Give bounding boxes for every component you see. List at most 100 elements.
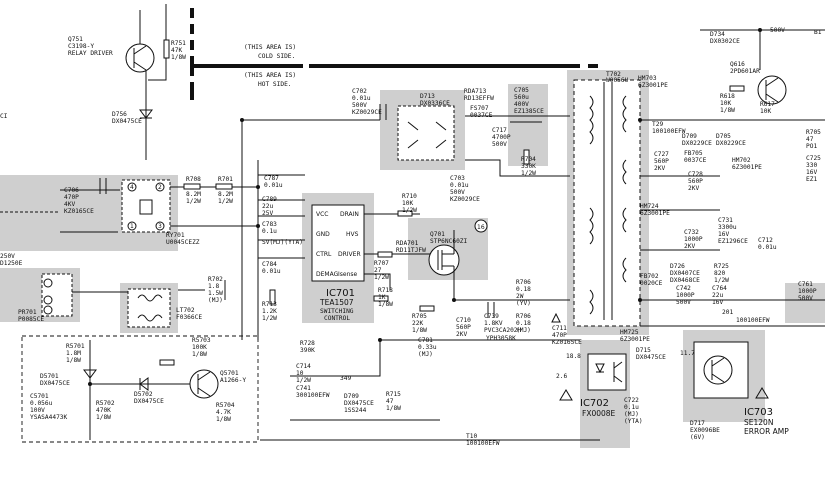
c739-part: PVC3CA202H xyxy=(484,327,522,334)
lt702-coils xyxy=(137,294,163,322)
r705-val: 22K xyxy=(412,320,423,327)
ic703-transistor xyxy=(703,355,733,385)
c732-ref: C732 xyxy=(684,229,699,236)
c727-ref: C727 xyxy=(654,151,669,158)
pr701-pin-3 xyxy=(43,278,53,288)
d5702-ref: D5702 xyxy=(134,391,153,398)
ic703-ref: IC703 xyxy=(744,407,773,418)
d734-part: DX0302CE xyxy=(710,38,740,45)
ic701-body xyxy=(311,204,365,282)
r751-resistor xyxy=(163,39,170,59)
t29-part: 100100EFW xyxy=(652,128,686,135)
rda713-part: RD13EFFW xyxy=(464,95,494,102)
hm725-part: 6Z3001PE xyxy=(620,336,650,343)
cold-note-1: (THIS AREA IS) xyxy=(244,44,296,51)
r706b-note: (MJ) xyxy=(516,327,531,334)
d709b-ref: D709 xyxy=(682,133,697,140)
q751-role: RELAY DRIVER xyxy=(68,50,113,57)
d717-v: (6V) xyxy=(690,434,705,441)
r701-w: 1/2W xyxy=(218,198,233,205)
hot-note-1: (THIS AREA IS) xyxy=(244,72,296,79)
c5701-ref: C5701 xyxy=(30,393,49,400)
r728-val: 390K xyxy=(300,347,315,354)
d713-bridge-diodes xyxy=(407,121,447,149)
d756-diode xyxy=(139,100,153,160)
d734-ref: D734 xyxy=(710,31,725,38)
c702-v: 500V xyxy=(352,102,367,109)
r5702-w: 1/8W xyxy=(96,414,111,421)
hm702-ref: HM702 xyxy=(732,157,751,164)
c725-ref: C725 xyxy=(806,155,821,162)
fs707-ref: FS707 xyxy=(470,105,489,112)
c712-val: 0.01u xyxy=(758,244,777,251)
c703-part: KZ0029CE xyxy=(450,196,480,203)
d726-alt: DX0468CE xyxy=(670,277,700,284)
ic701-ref: IC701 xyxy=(326,288,355,299)
ry701-pin1-num: 1 xyxy=(130,223,134,230)
r710-resistor xyxy=(397,210,413,217)
r702-ref: R702 xyxy=(208,276,223,283)
ic701-pin-ctrl: CTRL xyxy=(316,251,332,258)
r5702-ref: R5702 xyxy=(96,400,115,407)
r704-ref: R704 xyxy=(521,156,536,163)
r706-note: (YV) xyxy=(516,300,531,307)
svcc-label: SV(MJ)(YTA) xyxy=(262,239,303,246)
primary-bus xyxy=(241,120,259,340)
r725-ref: R725 xyxy=(714,263,729,270)
d756-part: DX0475CE xyxy=(112,118,142,125)
d717-ref: D717 xyxy=(690,420,705,427)
r5701-w: 1/8W xyxy=(66,357,81,364)
c728-v: 2KV xyxy=(688,185,699,192)
c702-cap xyxy=(379,104,387,120)
voltage-188: 18.8 xyxy=(566,353,581,360)
t201-part: 100100EFW xyxy=(736,317,770,324)
source-wires xyxy=(380,299,580,341)
ry701-pin2-num: 2 xyxy=(158,184,162,191)
rda701-ref: RDA701 xyxy=(396,240,419,247)
hm724-part: 6Z3001PE xyxy=(640,210,670,217)
ry701-pin-4 xyxy=(127,182,137,192)
r701-resistor xyxy=(215,183,233,190)
c722-note-2: (YTA) xyxy=(624,418,643,425)
r705-ref: R705 xyxy=(412,313,427,320)
fb705-part: 0037CE xyxy=(684,157,707,164)
c789-ref: C789 xyxy=(262,196,277,203)
r5704-val: 4.7K xyxy=(216,409,231,416)
left-edge-part: D1250E xyxy=(0,260,23,267)
r617-ref: R617 xyxy=(760,101,775,108)
secondary-wires xyxy=(640,119,825,327)
ic703-leads xyxy=(711,357,725,383)
t29-ref: T29 xyxy=(652,121,663,128)
c731-val: 3300u xyxy=(718,224,737,231)
c761-val: 1000P xyxy=(798,288,817,295)
feedback-wires xyxy=(260,340,600,441)
c764-ref: C764 xyxy=(712,285,727,292)
hm702-part: 6Z3001PE xyxy=(732,164,762,171)
c706-part: KZ0165CE xyxy=(64,208,94,215)
fb702-ref: FB702 xyxy=(640,273,659,280)
ic701-func-2: CONTROL xyxy=(324,315,350,322)
r710-ref: R710 xyxy=(402,193,417,200)
d5701-part: DX0475CE xyxy=(40,380,70,387)
q5701-transistor xyxy=(189,369,219,399)
r705b-ref: R705 xyxy=(806,129,821,136)
q701-mosfet xyxy=(428,244,460,276)
c739-ref: C739 xyxy=(484,313,499,320)
ic703-warning-icon xyxy=(755,387,769,399)
c706-val: 470P xyxy=(64,194,79,201)
lt702-ref: LT702 xyxy=(176,307,195,314)
c732-v: 2KV xyxy=(684,243,695,250)
r618-ref: R618 xyxy=(720,93,735,100)
c706-v: 4KV xyxy=(64,201,75,208)
q616-transistor xyxy=(757,75,787,105)
c711-warning-icon xyxy=(551,312,561,323)
r708-resistor xyxy=(183,183,201,190)
c787-val: 0.01u xyxy=(264,182,283,189)
ry701-pin3-num: 3 xyxy=(158,223,162,230)
top-right-b1: B1 xyxy=(814,29,822,36)
ic701-left-wires xyxy=(258,174,305,259)
c5701-val: 0.056u xyxy=(30,400,53,407)
t702-primary xyxy=(589,95,594,315)
c717-v: 500V xyxy=(492,141,507,148)
